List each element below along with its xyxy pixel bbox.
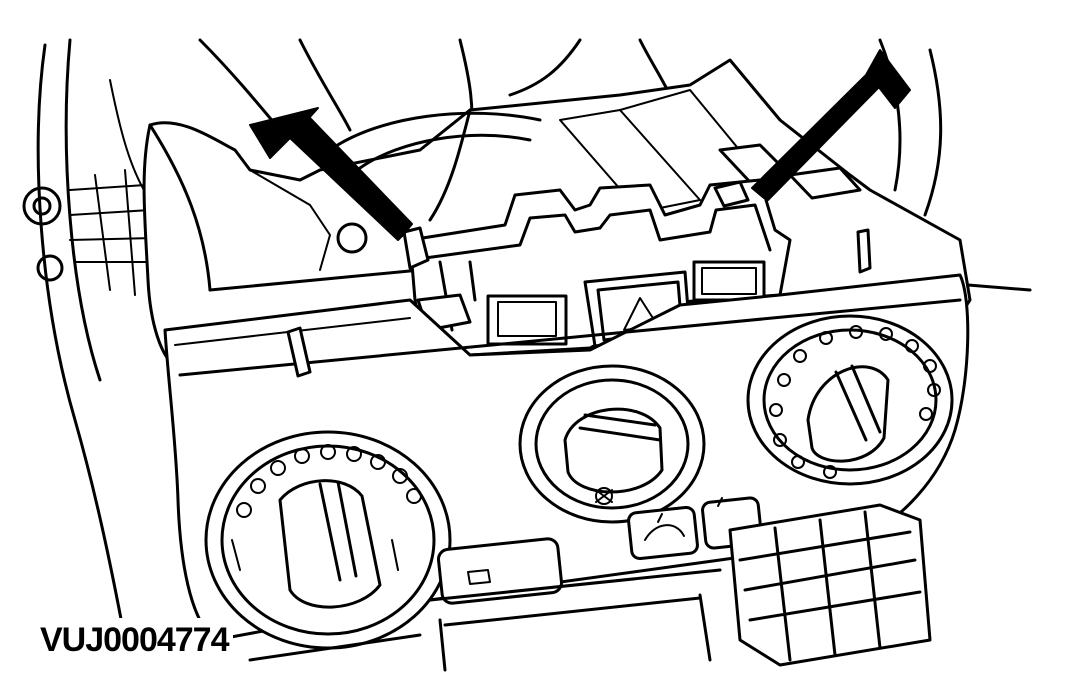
pointer-arrow-icon [249, 107, 413, 241]
fan-speed-knob [518, 364, 706, 524]
lower-button-cluster [248, 496, 932, 672]
fan-icon [595, 487, 613, 505]
rear-defrost-button [436, 537, 564, 605]
air-recirculation-button [627, 505, 699, 561]
temperature-indicator-dots [236, 444, 422, 518]
figure-reference-code: VUJ0004774 [36, 618, 233, 662]
temperature-control-knob [204, 430, 452, 650]
air-distribution-knob [746, 314, 954, 486]
retaining-clip-right [713, 180, 750, 208]
air-distribution-symbols [769, 325, 941, 479]
hazard-switch-module [402, 178, 792, 357]
retaining-clip-left [402, 226, 430, 270]
air-recirculation-icon [644, 524, 685, 541]
rear-window-defrost-icon [467, 569, 491, 585]
dashboard-surround [22, 38, 1032, 642]
radio-keypad [728, 503, 932, 667]
pointer-arrow-icon [751, 49, 911, 201]
